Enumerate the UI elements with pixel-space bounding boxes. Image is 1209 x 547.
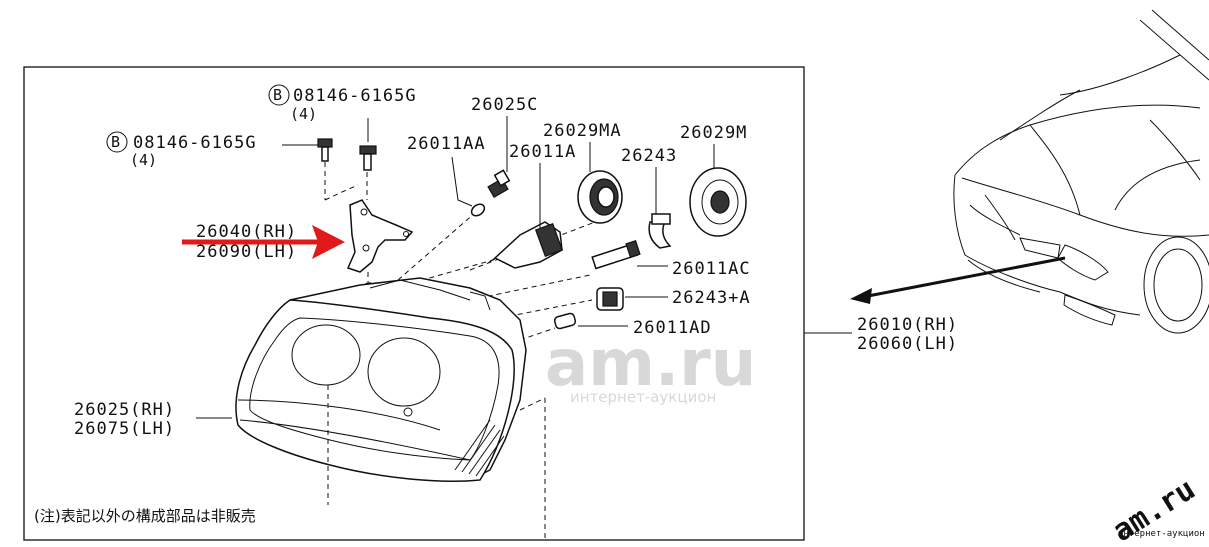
label-bolt-top: 08146-6165G <box>293 86 417 106</box>
diagram-frame <box>23 66 805 541</box>
circle-b-marker-icon <box>268 84 290 106</box>
label-26011ad: 26011AD <box>633 318 712 338</box>
label-lens-lh: 26075(LH) <box>74 419 175 439</box>
circle-b-marker-icon <box>106 131 128 153</box>
label-bolt-left: 08146-6165G <box>133 133 257 153</box>
bolt-marker-left: B <box>111 133 120 151</box>
label-26011a: 26011A <box>509 142 576 162</box>
watermark-sub: интернет-аукцион <box>570 388 716 406</box>
label-assy-rh: 26010(RH) <box>857 315 958 335</box>
footnote: (注)表記以外の構成部品は非販売 <box>34 507 256 525</box>
pointer-arrow <box>850 256 1066 304</box>
clip-26243 <box>648 213 672 249</box>
bulb-26025c <box>487 169 511 199</box>
watermark-main: am.ru <box>545 327 756 401</box>
headlamp-assembly <box>235 277 527 482</box>
bulb-26011a <box>487 221 564 269</box>
watermark-corner-sub: интернет-аукцион <box>1118 529 1205 539</box>
cap-26029m <box>689 167 747 237</box>
bolt-icon <box>359 145 377 200</box>
label-26243: 26243 <box>621 146 677 166</box>
label-26243a: 26243+A <box>672 288 751 308</box>
turn-signal-hatch <box>454 419 505 477</box>
label-26011aa: 26011AA <box>407 134 486 154</box>
label-bolt-left-qty: (4) <box>130 151 157 169</box>
label-lens-rh: 26025(RH) <box>74 400 175 420</box>
bolt-left-callout: B 08146-6165G (4) <box>106 131 318 169</box>
car-outline <box>953 9 1209 334</box>
socket-26243a <box>596 287 624 311</box>
label-26011ac: 26011AC <box>672 259 751 279</box>
label-26025c: 26025C <box>471 95 538 115</box>
bulb-26011ac <box>591 240 641 270</box>
bulb-26011aa <box>470 203 486 217</box>
bracket-part <box>346 199 414 294</box>
bolt-marker-top: B <box>273 86 282 104</box>
label-assy-lh: 26060(LH) <box>857 334 958 354</box>
red-arrow-icon <box>182 225 345 259</box>
label-bolt-top-qty: (4) <box>290 105 317 123</box>
label-26029m: 26029M <box>680 123 747 143</box>
label-bracket-rh: 26040(RH) <box>196 222 297 242</box>
cap-26029ma <box>577 170 623 224</box>
label-26029ma: 26029MA <box>543 121 622 141</box>
bolt-icon <box>317 138 333 200</box>
bulb-26011ad <box>553 312 577 330</box>
bolt-top-callout: B 08146-6165G (4) <box>268 84 417 142</box>
label-bracket-lh: 26090(LH) <box>196 242 297 262</box>
